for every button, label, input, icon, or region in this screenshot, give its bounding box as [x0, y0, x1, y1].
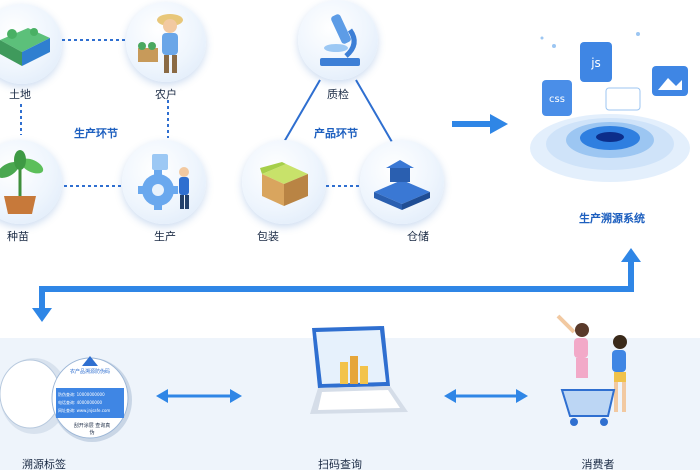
sticker-title: 农产品溯源防伪码: [69, 369, 110, 375]
svg-text:js: js: [590, 56, 601, 70]
land-icon: [0, 28, 50, 66]
label-stickers: 农产品溯源防伪码 防伪查询: 10000000000 电话查询: 4000000…: [0, 348, 140, 444]
return-arrow: [32, 248, 641, 322]
inspection-node: [298, 0, 378, 80]
arrow-to-platform: [452, 114, 508, 134]
product-cycle-lines: [283, 79, 393, 187]
sticker-line-1: 防伪查询: 10000000000: [58, 392, 105, 397]
inspection-label: 质检: [327, 88, 349, 101]
seedling-icon: [0, 150, 44, 214]
warehouse-icon: [374, 160, 430, 210]
sticker-icon: [0, 356, 132, 442]
storage-label: 仓储: [407, 230, 429, 243]
production-cycle-lines: [20, 39, 169, 187]
land-node: [0, 4, 62, 84]
packaging-node: [242, 140, 326, 224]
consumer-icon: [556, 314, 627, 426]
consumer-label: 消费者: [581, 458, 615, 471]
sticker-line-2: 电话查询: 4000000000: [58, 400, 103, 405]
gear-icon: [138, 154, 189, 210]
land-label: 土地: [9, 88, 31, 101]
processing-node: [122, 140, 206, 224]
laptop-icon: [310, 326, 408, 414]
sticker-line-3: 网址查询: www.jnjsafe.com: [58, 408, 111, 413]
packaging-label: 包装: [257, 230, 279, 243]
microscope-icon: [320, 14, 360, 66]
production-link-label: 生产环节: [74, 127, 118, 140]
sticker-bottom: 刮开涂层 查询真伪: [73, 423, 111, 436]
platform-label: 生产溯源系统: [579, 212, 645, 225]
processing-label: 生产: [154, 230, 176, 243]
storage-node: [360, 140, 444, 224]
box-icon: [260, 162, 308, 206]
platform-icon: css js: [530, 32, 690, 182]
farmer-node: [126, 2, 206, 82]
double-arrow-left: [156, 389, 242, 403]
farmer-icon: [138, 14, 183, 73]
product-link-label: 产品环节: [314, 127, 358, 140]
svg-text:css: css: [549, 94, 565, 105]
scan-label: 扫码查询: [318, 458, 362, 471]
double-arrow-right: [444, 389, 528, 403]
seedling-label: 种苗: [7, 230, 29, 243]
labels-print-label: 溯源标签: [22, 458, 66, 471]
farmer-label: 农户: [155, 88, 177, 101]
